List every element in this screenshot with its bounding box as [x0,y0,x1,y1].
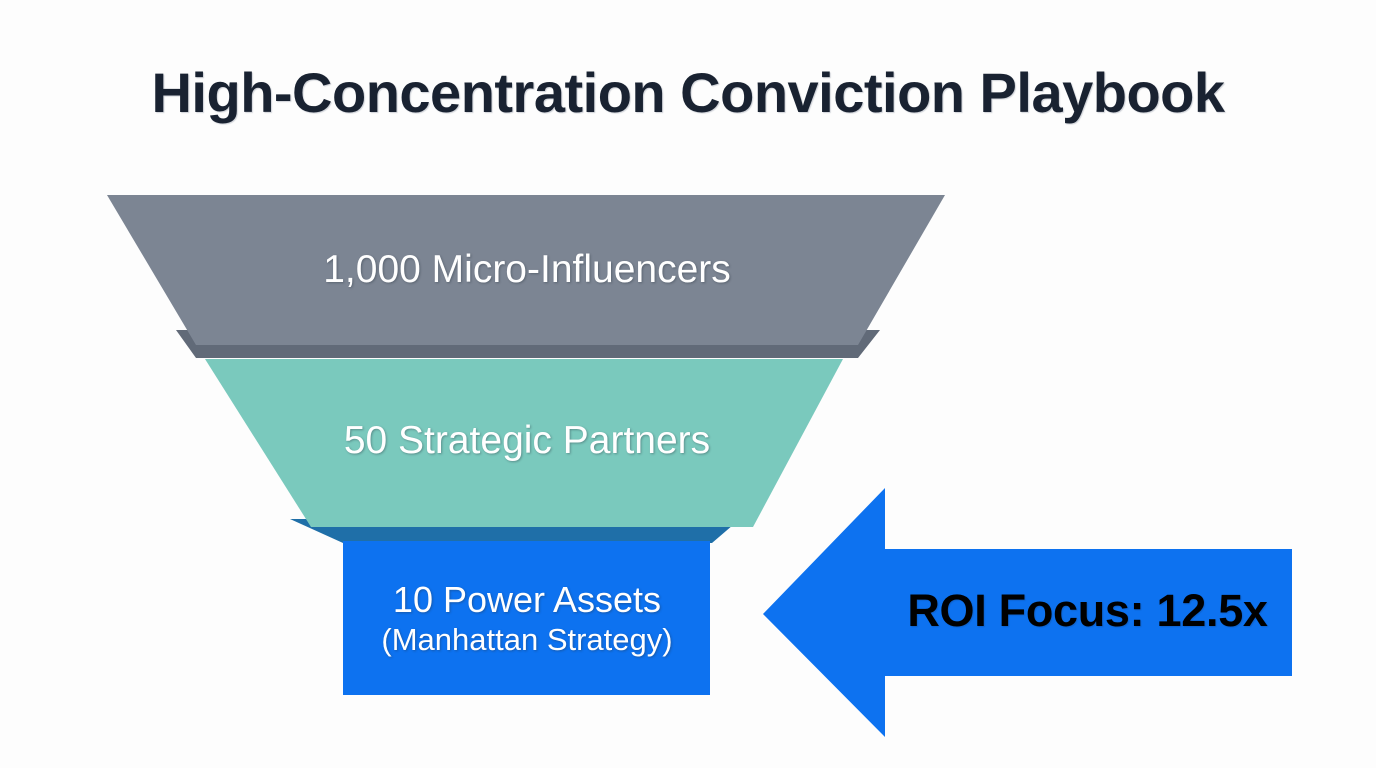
funnel-stage-3-label-main: 10 Power Assets [392,579,662,620]
funnel-stage-2-shadow [290,519,740,543]
funnel-stage-3-label-sub: (Manhattan Strategy) [381,621,673,657]
funnel-stage-3-label: 10 Power Assets (Manhattan Strategy) [343,578,711,659]
funnel-stage-1-shadow [176,330,880,358]
funnel-stage-1-label: 1,000 Micro-Influencers [323,248,731,291]
page-title: High-Concentration Conviction Playbook [151,61,1225,124]
funnel-stage-2-label: 50 Strategic Partners [343,419,711,462]
roi-callout-label: ROI Focus: 12.5x [907,585,1268,636]
